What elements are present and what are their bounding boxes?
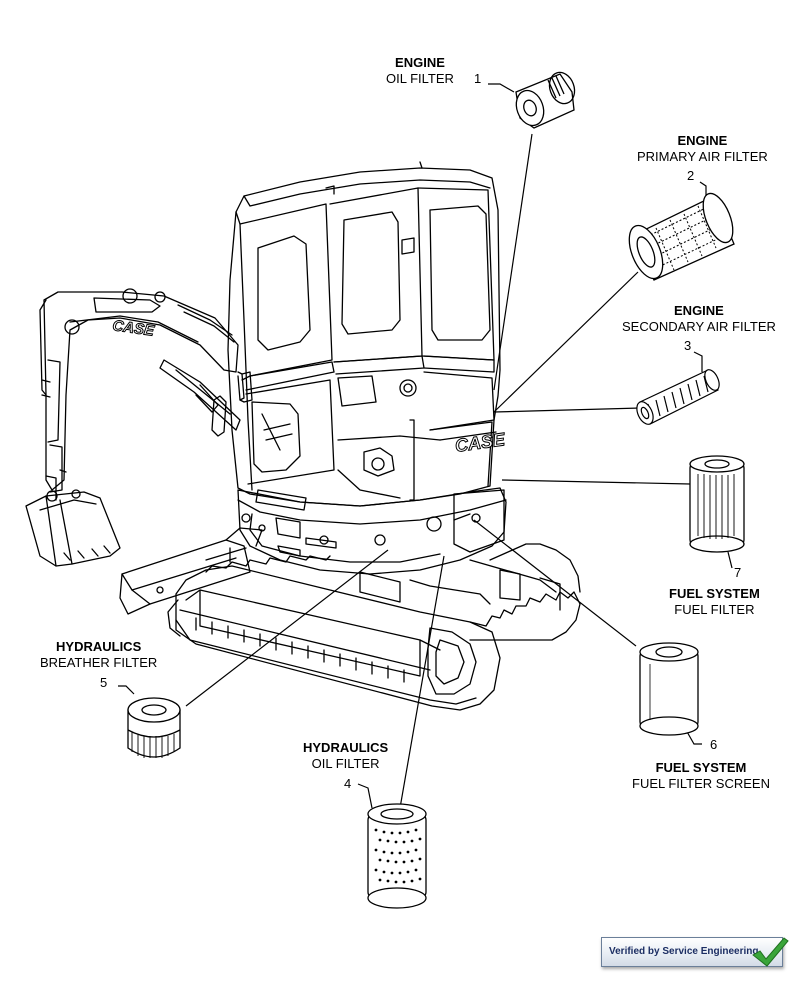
track-undercarriage [167, 543, 581, 711]
callout-number-2: 2 [687, 168, 695, 183]
checkmark-icon [752, 937, 789, 967]
part-name: PRIMARY AIR FILTER [637, 149, 768, 164]
leader-tick-5 [118, 685, 135, 695]
fuel-filter-icon [689, 455, 745, 553]
hydraulic-breather-filter-icon [127, 697, 181, 758]
leader-tick-3 [693, 351, 703, 372]
fuel-filter-screen-icon [639, 642, 699, 736]
callout-label-engine-oil-filter: ENGINE OIL FILTER [386, 55, 454, 87]
callout-label-fuel-filter: FUEL SYSTEM FUEL FILTER [669, 586, 760, 618]
upper-structure-base [237, 487, 507, 575]
part-name: OIL FILTER [311, 756, 380, 771]
leader-line-2 [493, 271, 639, 413]
part-name: OIL FILTER [386, 71, 454, 86]
part-name: SECONDARY AIR FILTER [622, 319, 776, 334]
callout-number-7: 7 [734, 565, 742, 580]
leader-line-6 [473, 519, 637, 647]
leader-tick-7 [727, 551, 733, 569]
engine-oil-filter-icon [515, 71, 576, 129]
system-name: ENGINE [395, 55, 445, 70]
dozer-blade [119, 527, 263, 615]
system-name: ENGINE [674, 303, 724, 318]
callout-number-6: 6 [710, 737, 718, 752]
callout-label-secondary-air-filter: ENGINE SECONDARY AIR FILTER [622, 303, 776, 335]
verified-badge-text: Verified by Service Engineering [609, 946, 759, 957]
part-name: FUEL FILTER SCREEN [632, 776, 770, 791]
leader-tick-6 [685, 729, 702, 745]
callout-number-3: 3 [684, 338, 692, 353]
leader-tick-1 [488, 83, 515, 93]
secondary-air-filter-icon [636, 369, 720, 425]
hydraulic-oil-filter-icon [367, 803, 427, 909]
callout-number-4: 4 [344, 776, 352, 791]
callout-label-fuel-filter-screen: FUEL SYSTEM FUEL FILTER SCREEN [632, 760, 770, 792]
body-brand-text: CASE [454, 429, 507, 456]
leader-line-7 [501, 479, 691, 485]
system-name: FUEL SYSTEM [669, 586, 760, 601]
system-name: HYDRAULICS [56, 639, 142, 654]
primary-air-filter-icon [628, 192, 735, 281]
system-name: ENGINE [677, 133, 728, 148]
leader-line-4 [399, 555, 445, 809]
verified-badge: Verified by Service Engineering [601, 937, 783, 967]
system-name: HYDRAULICS [303, 740, 389, 755]
callout-number-5: 5 [100, 675, 108, 690]
leader-tick-2 [699, 181, 707, 196]
boom-arm-assembly [25, 288, 241, 567]
leader-line-1 [493, 133, 533, 391]
system-name: FUEL SYSTEM [655, 760, 747, 775]
callout-label-primary-air-filter: ENGINE PRIMARY AIR FILTER [637, 133, 768, 165]
operator-cab [211, 161, 501, 511]
callout-label-breather-filter: HYDRAULICS BREATHER FILTER [40, 639, 157, 671]
boom-brand-text: CASE [111, 317, 156, 340]
callout-label-hydraulic-oil-filter: HYDRAULICS OIL FILTER [303, 740, 388, 772]
callout-number-1: 1 [474, 71, 482, 86]
leader-line-5 [185, 549, 389, 707]
part-name: FUEL FILTER [674, 602, 755, 617]
part-name: BREATHER FILTER [40, 655, 158, 670]
leader-line-3 [493, 407, 641, 413]
leader-tick-4 [357, 783, 373, 809]
